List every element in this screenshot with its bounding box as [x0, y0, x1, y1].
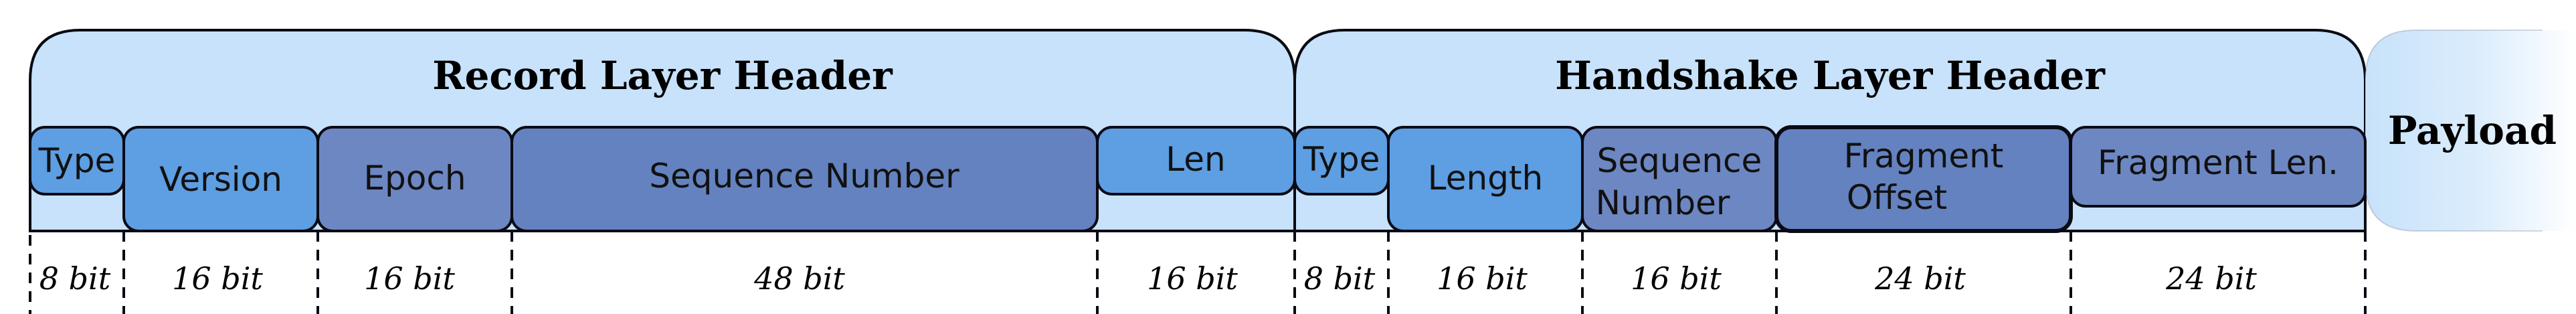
handshake-fragment-len-label: Fragment Len.: [2098, 143, 2338, 182]
bit-width-label: 8 bit: [39, 260, 111, 297]
record-type-label: Type: [38, 141, 116, 180]
bit-width-label: 8 bit: [1304, 260, 1376, 297]
handshake-sequence-number-label-line2: Number: [1596, 183, 1730, 222]
payload-section: [2365, 30, 2576, 231]
bit-width-label: 24 bit: [1874, 260, 1966, 297]
record-sequence-number-label: Sequence Number: [649, 157, 959, 195]
bit-width-label: 16 bit: [1437, 260, 1528, 297]
record-epoch-label: Epoch: [363, 159, 466, 198]
record-fields: Type Version Epoch Sequence Number Len: [29, 126, 1296, 232]
bit-width-label: 16 bit: [172, 260, 263, 297]
bit-separators: [29, 198, 2367, 314]
record-header-title: Record Layer Header: [432, 53, 893, 98]
record-version-label: Version: [159, 160, 282, 199]
handshake-fragment-offset-label-line2: Offset: [1847, 178, 1947, 217]
bit-width-labels: 8 bit 16 bit 16 bit 48 bit 16 bit 8 bit …: [39, 260, 2258, 297]
bit-width-label: 16 bit: [364, 260, 455, 297]
handshake-fields: Type Length Sequence Number Fragment Off…: [1293, 125, 2367, 233]
payload-section-outline: [2365, 29, 2543, 232]
handshake-type-label: Type: [1303, 140, 1380, 179]
bit-width-label: 48 bit: [753, 260, 845, 297]
handshake-fragment-offset-label-line1: Fragment: [1844, 137, 2004, 175]
record-len-label: Len: [1166, 140, 1225, 179]
handshake-length-label: Length: [1428, 159, 1543, 198]
handshake-sequence-number-label-line1: Sequence: [1597, 141, 1762, 180]
handshake-header-title: Handshake Layer Header: [1555, 53, 2106, 98]
bit-width-label: 24 bit: [2165, 260, 2257, 297]
bit-width-label: 16 bit: [1631, 260, 1722, 297]
payload-title: Payload: [2388, 108, 2557, 153]
bit-width-label: 16 bit: [1147, 260, 1238, 297]
handshake-fragment-len-box: [2069, 126, 2367, 208]
